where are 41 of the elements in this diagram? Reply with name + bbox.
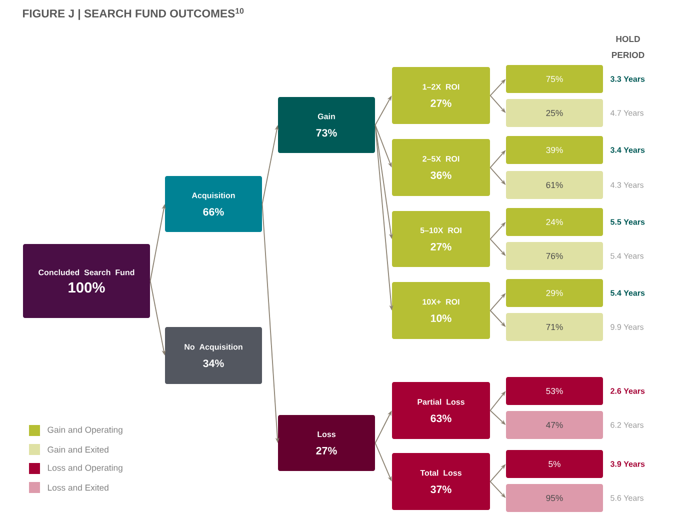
category-box: 5–10X ROI 27% (392, 211, 490, 267)
hold-period: 9.9 Years (610, 324, 644, 330)
hold-period: 5.5 Years (610, 219, 645, 225)
category-box: Total Loss 37% (392, 453, 490, 510)
outcome-box: 25% (506, 99, 603, 127)
legend-label: Gain and Exited (48, 446, 108, 453)
hold-period: 3.9 Years (610, 461, 645, 467)
figure-title: FIGURE J | SEARCH FUND OUTCOMES$^{10}$ (23, 8, 244, 20)
outcome-box: 24% (506, 208, 603, 236)
outcome-box: 29% (506, 279, 603, 307)
outcome-box: 75% (506, 65, 603, 93)
category-box: 2–5X ROI 36% (392, 139, 490, 196)
hold-period: 5.4 Years (610, 290, 645, 296)
category-box: 10X+ ROI 10% (392, 282, 490, 339)
outcome-box: 39% (506, 136, 603, 164)
legend-label: Loss and Operating (48, 464, 122, 473)
outcome-box: 47% (506, 411, 603, 439)
hold-period: 5.4 Years (610, 253, 644, 259)
outcome-box: 76% (506, 242, 603, 270)
hold-period: 3.4 Years (610, 147, 645, 153)
outcome-box: 5% (506, 450, 603, 478)
hold-period: 6.2 Years (610, 422, 644, 428)
category-box: Acquisition 66% (165, 176, 262, 232)
category-box: 1–2X ROI 27% (392, 67, 490, 124)
hold-period: 4.7 Years (610, 110, 644, 116)
hold-period: 5.6 Years (610, 495, 644, 501)
column-heading: HOLD PERIOD (612, 36, 644, 58)
outcome-box: 53% (506, 377, 603, 405)
outcome-box: 61% (506, 171, 603, 199)
category-box: Gain 73% (278, 97, 375, 153)
outcome-box: 71% (506, 313, 603, 341)
category-box: Partial Loss 63% (392, 382, 490, 439)
hold-period: 2.6 Years (610, 388, 645, 394)
category-box: Loss 27% (278, 415, 375, 471)
outcome-box: 95% (506, 484, 603, 512)
legend-label: Loss and Exited (48, 484, 108, 491)
category-box: No Acquisition 34% (165, 327, 262, 384)
hold-period: 4.3 Years (610, 182, 644, 188)
category-box: Concluded Search Fund 100% (23, 244, 150, 318)
hold-period: 3.3 Years (610, 76, 645, 82)
legend-label: Gain and Operating (48, 426, 122, 435)
